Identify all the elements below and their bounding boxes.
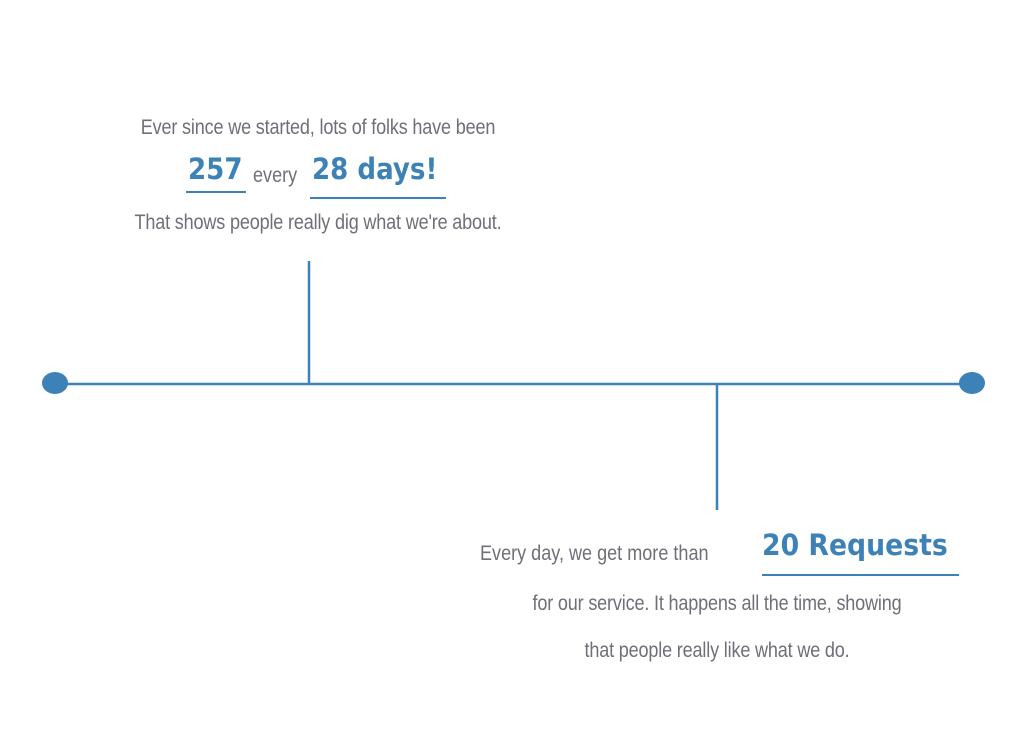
bottom-callout-lead: Every day, we get more than bbox=[480, 542, 709, 565]
bottom-callout-line3: that people really like what we do. bbox=[584, 639, 850, 662]
timeline-end-dot bbox=[959, 372, 985, 394]
top-callout-count: 257 bbox=[188, 152, 243, 186]
top-callout-line1: Ever since we started, lots of folks hav… bbox=[140, 116, 496, 139]
bottom-callout-highlight: 20 Requests bbox=[762, 528, 948, 562]
top-callout-line3: That shows people really dig what we're … bbox=[134, 211, 502, 234]
bottom-callout-line2: for our service. It happens all the time… bbox=[532, 592, 902, 615]
top-callout-connector-word: every bbox=[253, 164, 298, 187]
bottom-callout-highlight-underline bbox=[762, 574, 959, 576]
top-callout-count-underline bbox=[186, 191, 246, 193]
timeline-start-dot bbox=[42, 372, 68, 394]
top-callout-period: 28 days! bbox=[312, 152, 438, 186]
top-callout-period-underline bbox=[310, 197, 446, 199]
